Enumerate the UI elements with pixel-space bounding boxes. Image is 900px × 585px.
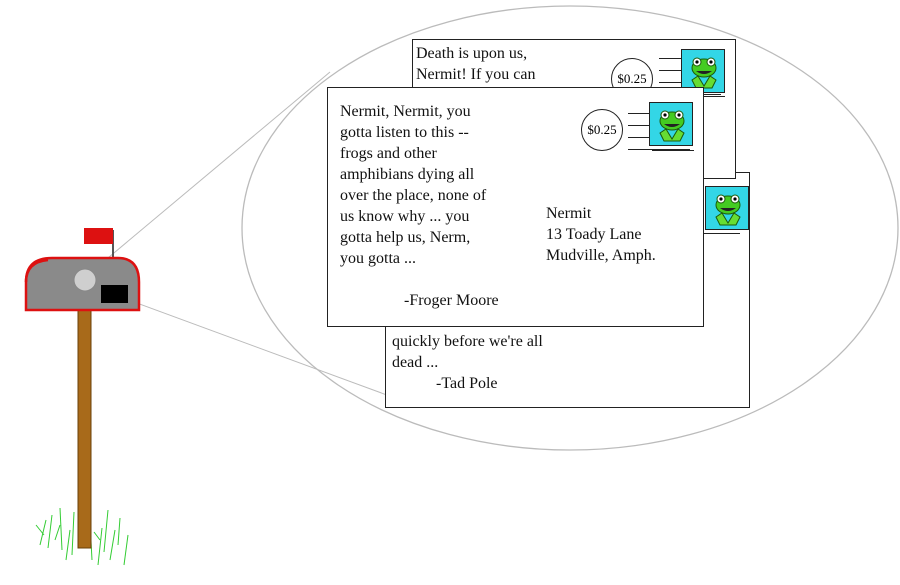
cancel-line — [683, 96, 725, 97]
letter-signature: -Tad Pole — [436, 375, 498, 392]
postage-value: $0.25 — [587, 122, 617, 137]
zoom-line-bottom — [95, 287, 396, 399]
letter-closing: quickly before we're all dead ... — [392, 333, 543, 371]
letter-froger-moore[interactable]: Nermit, Nermit, you gotta listen to this… — [327, 87, 704, 327]
mailbox-porthole — [73, 268, 97, 292]
cancel-line — [702, 233, 740, 234]
frog-stamp-icon — [681, 49, 725, 93]
postmark: $0.25 — [581, 109, 623, 151]
mailbox-post — [77, 307, 92, 549]
zoom-line-top — [95, 71, 331, 269]
postage-value: $0.25 — [617, 71, 647, 86]
letter-opening: Death is upon us, Nermit! If you can — [416, 45, 536, 83]
letter-signature: -Froger Moore — [404, 292, 499, 309]
mailbox-flag-icon — [84, 228, 114, 262]
frog-stamp-icon — [649, 102, 693, 146]
mailbox-slot — [101, 285, 128, 303]
cancel-line — [652, 150, 694, 151]
frog-stamp-icon — [705, 186, 749, 230]
mailbox-icon — [24, 256, 141, 312]
letter-body: Nermit, Nermit, you gotta listen to this… — [340, 103, 487, 267]
cancel-line — [628, 149, 690, 150]
recipient-address: Nermit 13 Toady Lane Mudville, Amph. — [546, 205, 656, 264]
